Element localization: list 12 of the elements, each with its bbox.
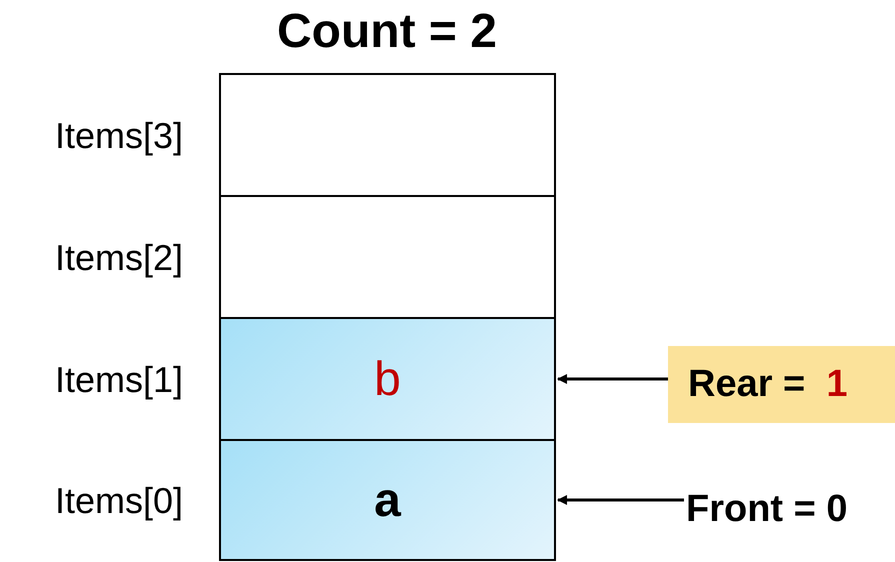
index-label: Items[1] (54, 359, 183, 401)
index-label: Items[2] (54, 237, 183, 279)
pointer-label: Rear = 1 (688, 363, 848, 406)
cell-value: b (374, 352, 401, 406)
arrow (557, 495, 684, 505)
cell-value: a (374, 472, 401, 528)
index-label: Items[3] (54, 115, 183, 157)
arrow (557, 374, 668, 384)
title: Count = 2 (276, 4, 498, 59)
index-label: Items[0] (54, 480, 183, 522)
highlight-box (668, 346, 895, 423)
pointer-label: Front = 0 (686, 486, 895, 532)
